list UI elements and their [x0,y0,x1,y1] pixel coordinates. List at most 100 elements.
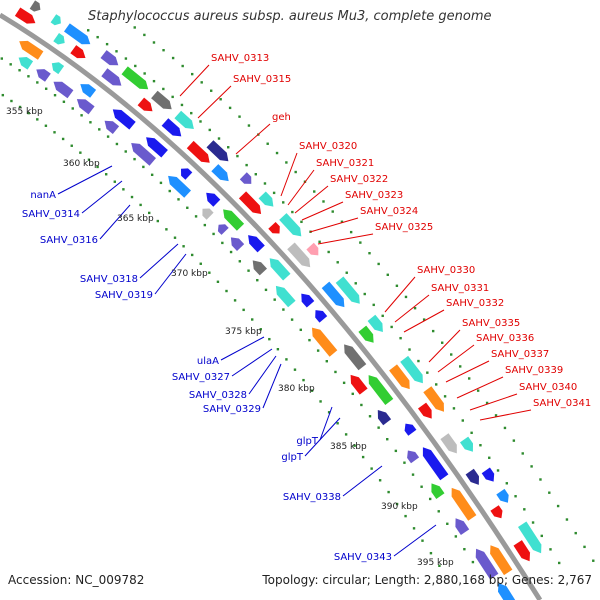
gene-label-forward: SAHV_0332 [446,298,504,309]
label-leader [456,376,504,399]
dot-mark [156,219,160,223]
label-leader [309,217,359,233]
gene-feature [29,0,41,12]
dot-mark [106,135,110,138]
gene-feature [350,374,368,395]
gene-label-reverse: nanA [30,190,56,201]
gene-feature [206,140,229,162]
dot-mark [130,195,134,199]
gene-label-reverse: SAHV_0319 [95,290,153,301]
label-leader [197,85,232,119]
dot-mark [217,137,221,140]
dot-mark [319,400,322,403]
label-leader [235,123,271,155]
dot-mark [208,128,211,132]
dot-mark [212,232,215,236]
gene-label-forward: SAHV_0321 [316,158,374,169]
dot-mark [159,181,163,185]
dot-mark [168,189,171,193]
dot-mark [310,389,314,392]
gene-feature [423,386,444,412]
dot-mark [325,360,329,363]
dot-mark [259,328,262,331]
gene-label-reverse: SAHV_0329 [203,404,261,415]
dot-mark [236,154,239,158]
dot-mark [208,271,211,274]
dot-mark [263,182,267,185]
dot-mark [276,347,280,351]
gene-feature [389,364,410,390]
label-leader [287,169,315,206]
label-leader [403,309,445,333]
dot-mark [428,497,432,501]
gene-feature [18,57,34,70]
gene-feature [268,222,280,234]
dot-mark [152,79,156,83]
dot-mark [413,306,417,310]
gene-feature [168,175,191,198]
dot-mark [488,456,491,459]
dot-mark [316,349,320,352]
dot-mark [228,106,232,110]
label-leader [139,243,179,279]
dot-mark [115,142,119,146]
label-leader [154,253,187,295]
dot-mark [115,50,118,53]
label-leader [262,363,282,409]
dot-mark [245,163,248,167]
gene-feature [475,548,499,580]
dot-mark [463,547,466,551]
gene-feature [104,120,120,134]
gene-label-forward: SAHV_0335 [462,318,520,329]
gene-feature [239,172,252,184]
gene-feature [301,293,315,308]
gene-label-reverse: SAHV_0327 [172,372,230,383]
gene-feature [279,213,302,237]
dot-mark [177,198,180,201]
dot-mark [300,220,303,224]
dot-mark [79,151,82,154]
dot-mark [360,403,363,407]
dot-mark [190,72,194,76]
dot-mark [342,381,346,385]
dot-mark [403,461,406,464]
dot-mark [531,521,535,524]
gene-feature [101,68,122,86]
gene-feature [223,209,245,231]
dot-mark [443,395,447,398]
gene-feature [460,436,473,452]
dot-mark [452,407,456,410]
dot-mark [124,57,128,60]
dot-mark [446,522,449,526]
gene-label-reverse: ulaA [197,356,219,367]
position-tick-label: 360 kbp [63,159,100,169]
dot-mark [557,561,561,565]
dot-mark [471,560,475,564]
dot-mark [503,426,507,430]
gene-label-forward: SAHV_0313 [211,53,269,64]
dot-mark [417,359,420,363]
dot-mark [530,465,533,468]
dot-mark [134,64,137,68]
dot-mark [386,273,389,277]
label-leader [231,348,273,377]
dot-mark [327,411,331,414]
gene-label-forward: SAHV_0336 [476,333,534,344]
label-leader [220,336,265,361]
gene-feature [358,325,374,343]
gene-feature [161,118,182,137]
label-leader [428,329,461,363]
dot-mark [431,329,435,333]
dot-mark [438,564,441,568]
gene-feature [202,208,214,220]
dot-mark [264,288,268,292]
gene-label-forward: SAHV_0324 [360,206,418,217]
dot-mark [381,314,384,318]
dot-mark [18,69,21,72]
dot-mark [395,284,399,287]
dot-mark [412,527,416,530]
dot-mark [345,271,348,274]
dot-mark [133,157,136,161]
gene-feature [64,23,91,45]
dot-mark [459,365,462,368]
